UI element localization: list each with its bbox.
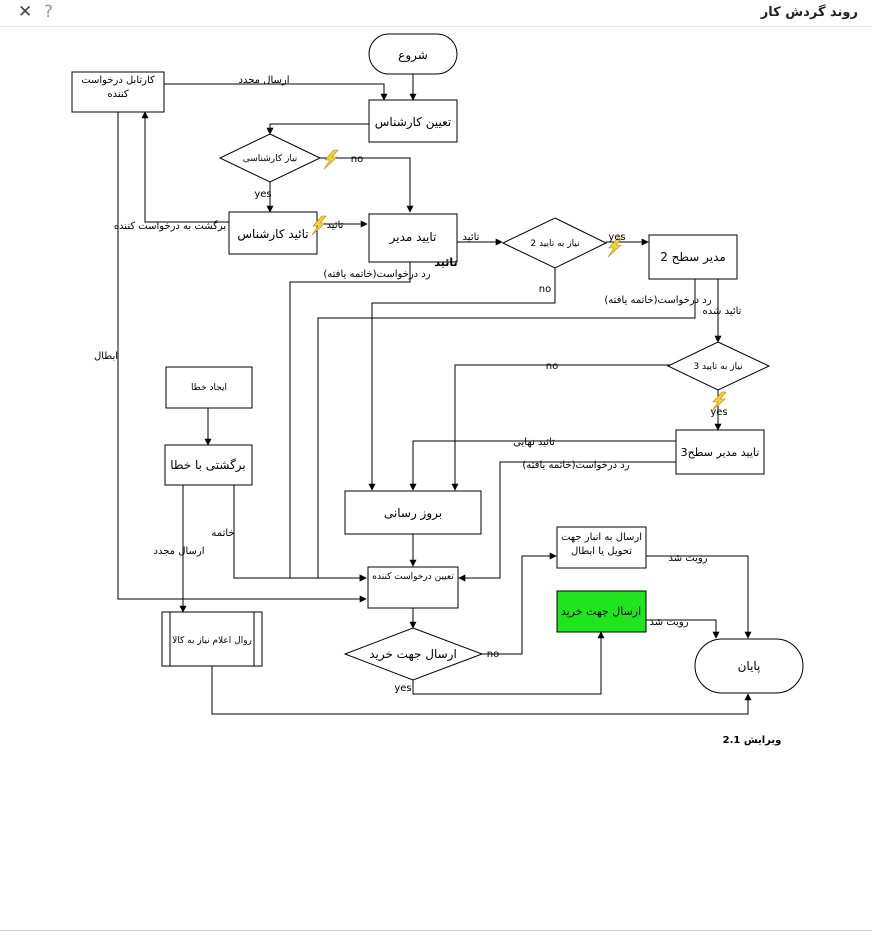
edge-d3-no (451, 364, 670, 491)
end-node[interactable]: پایان (694, 638, 804, 694)
end-label: پایان (738, 659, 761, 673)
edge-cancel (117, 112, 367, 603)
goods-need-flow-node[interactable]: روال اعلام نیاز به کالا (161, 611, 263, 667)
connectors (117, 74, 752, 715)
version-label: ویرایش 2.1 (723, 735, 782, 746)
edge-assign-need (266, 123, 372, 135)
expert-approve-label: تائید کارشناس (237, 227, 308, 242)
label-seen: رویت شد (668, 553, 707, 564)
assign-requester-node[interactable]: تعیین درخواست کننده (367, 566, 459, 609)
start-label: شروع (398, 48, 428, 63)
expert-approve-node[interactable]: تائید کارشناس (228, 211, 318, 255)
edge-back-requester (141, 111, 229, 223)
send-warehouse-node[interactable]: ارسال به انبار جهت تحویل یا ابطال (556, 526, 647, 569)
manager-level2-label: مدیر سطح 2 (660, 250, 726, 265)
send-purchase-decision[interactable]: ارسال جهت خرید (343, 627, 484, 681)
edge-flow-end (211, 666, 752, 715)
close-icon[interactable]: ✕ (18, 2, 33, 22)
label-no: no (539, 284, 551, 295)
label-approved: تائید (327, 220, 344, 231)
edge-warehouse-end (646, 555, 752, 639)
edge-decision-yes (412, 631, 605, 695)
return-error-node[interactable]: برگشتی با خطا (164, 444, 253, 486)
need-expert-decision[interactable]: نیاز کارشناسی (218, 133, 322, 183)
label-yes: yes (394, 683, 411, 694)
window-title: روند گردش کار (760, 5, 858, 20)
send-purchase-box-label: ارسال جهت خرید (561, 605, 641, 618)
edge-m2-reject (317, 279, 696, 578)
label-final-approve: تائید نهایی (513, 437, 555, 448)
label-yes: yes (710, 407, 727, 418)
manager-level3-label: تایید مدیر سطح3 (681, 446, 760, 459)
label-approve: تائید (463, 232, 480, 243)
edge-purchase-end (646, 619, 720, 639)
manager-level3-node[interactable]: تایید مدیر سطح3 (675, 429, 765, 475)
edge-labels: ارسال مجدد no yes برگشت به درخواست کننده… (94, 75, 781, 746)
lightning-icon (711, 391, 727, 412)
label-reject-finished: رد درخواست(خاتمه یافته) (604, 295, 711, 306)
label-yes: yes (254, 189, 271, 200)
cartable-label: کارتابل درخواست کننده (81, 75, 155, 100)
edge-m3-reject (458, 461, 676, 582)
lightning-icon (311, 215, 327, 236)
bottom-divider (0, 930, 872, 931)
label-no: no (546, 361, 558, 372)
help-icon[interactable]: ? (44, 2, 54, 22)
label-approve-bold: تائید (434, 256, 457, 269)
label-cancel: ابطال (94, 351, 118, 362)
need-approve3-decision[interactable]: نیاز به تایید 3 (666, 341, 771, 391)
label-reject-finished: رد درخواست(خاتمه یافته) (323, 269, 430, 280)
label-no: no (487, 649, 499, 660)
need-approve2-decision[interactable]: نیاز به تایید 2 (501, 217, 608, 269)
need-approve2-label: نیاز به تایید 2 (530, 239, 579, 249)
start-node[interactable]: شروع (368, 33, 458, 75)
create-error-label: ایجاد خطا (191, 383, 227, 393)
assign-requester-label: تعیین درخواست کننده (372, 572, 454, 582)
assign-expert-label: تعیین کارشناس (375, 115, 451, 130)
label-yes: yes (608, 232, 625, 243)
label-finish: خاتمه (211, 528, 234, 539)
title-bar: ✕ ? روند گردش کار (0, 0, 872, 27)
send-warehouse-label: ارسال به انبار جهت تحویل یا ابطال (560, 532, 643, 557)
edge-decision-no (482, 552, 557, 655)
manager-approve-label: تایید مدیر (389, 230, 437, 245)
goods-need-flow-label: روال اعلام نیاز به کالا (172, 636, 252, 646)
edge-cartable-assign (164, 83, 388, 101)
assign-expert-node[interactable]: تعیین کارشناس (368, 99, 458, 143)
label-resend-left: ارسال مجدد (154, 546, 205, 557)
label-seen: رویت شد (649, 617, 688, 628)
edge-need-no (320, 157, 414, 213)
label-back-to-requester: برگشت به درخواست کننده (114, 220, 226, 232)
edge-d2-no (368, 268, 556, 491)
cartable-node[interactable]: کارتابل درخواست کننده (71, 71, 165, 113)
manager-level2-node[interactable]: مدیر سطح 2 (648, 234, 738, 280)
update-label: بروز رسانی (384, 506, 442, 521)
lightning-icon (607, 237, 623, 258)
label-approved-done: تائید شده (703, 306, 742, 317)
return-error-label: برگشتی با خطا (170, 458, 246, 473)
send-purchase-box[interactable]: ارسال جهت خرید (556, 590, 647, 633)
need-expert-label: نیاز کارشناسی (243, 154, 298, 164)
edge-finish (233, 485, 367, 582)
label-resend-top: ارسال مجدد (239, 75, 290, 86)
edge-m3-final (409, 440, 676, 491)
need-approve3-label: نیاز به تایید 3 (693, 362, 742, 372)
update-node[interactable]: بروز رسانی (344, 490, 482, 535)
lightning-icon (323, 149, 339, 170)
create-error-node[interactable]: ایجاد خطا (165, 366, 253, 409)
send-purchase-decision-label: ارسال جهت خرید (369, 647, 457, 662)
manager-approve-node[interactable]: تایید مدیر (368, 213, 458, 263)
label-no: no (351, 154, 363, 165)
label-reject-finished: رد درخواست(خاتمه یافته) (522, 460, 629, 471)
